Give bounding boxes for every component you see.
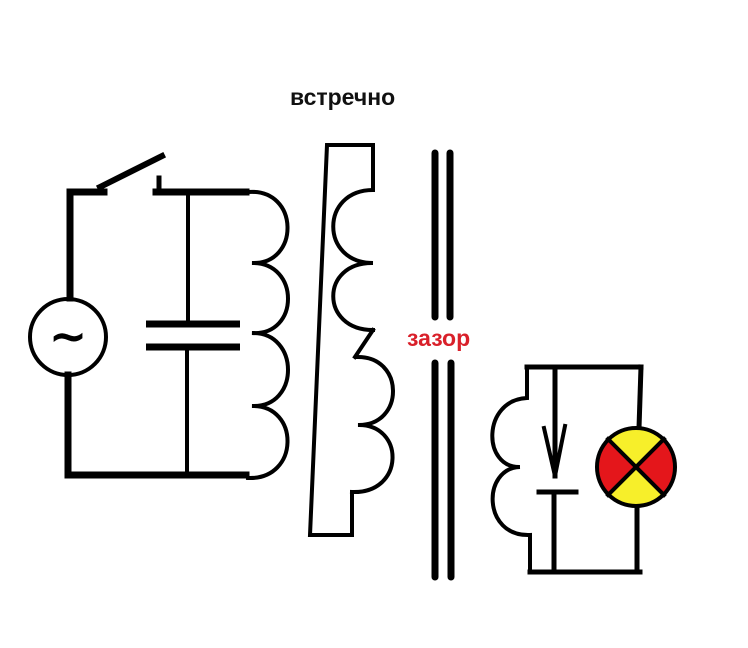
- wire-bottom: [64, 371, 250, 479]
- counter-winding-label: встречно: [290, 84, 396, 110]
- coil-break-zigzag: [352, 327, 376, 360]
- output-coil: [490, 365, 532, 574]
- lamp: [595, 426, 677, 508]
- ac-source-symbol: ~: [49, 309, 88, 363]
- lamp-left-sector: [596, 439, 636, 495]
- lamp-cross-2: [605, 436, 667, 498]
- ac-source: [28, 297, 108, 377]
- counter-coil-lower: [349, 354, 395, 495]
- lamp-right-sector: [636, 439, 676, 495]
- primary-coil: [245, 189, 290, 481]
- wire-top-left: [66, 188, 108, 302]
- counter-winding: [307, 143, 395, 537]
- lamp-outline: [595, 426, 677, 508]
- primary-circuit: [64, 151, 250, 479]
- output-circuit: [490, 364, 644, 575]
- lamp-lead-top: [636, 364, 644, 431]
- diode-arrow: [541, 423, 568, 477]
- gap-label: зазор: [407, 325, 471, 351]
- ac-source-circle: [28, 297, 108, 377]
- winding-frame: [307, 143, 375, 537]
- transformer-core: [431, 149, 455, 581]
- counter-coil-upper: [331, 187, 376, 333]
- switch-blade: [95, 151, 167, 192]
